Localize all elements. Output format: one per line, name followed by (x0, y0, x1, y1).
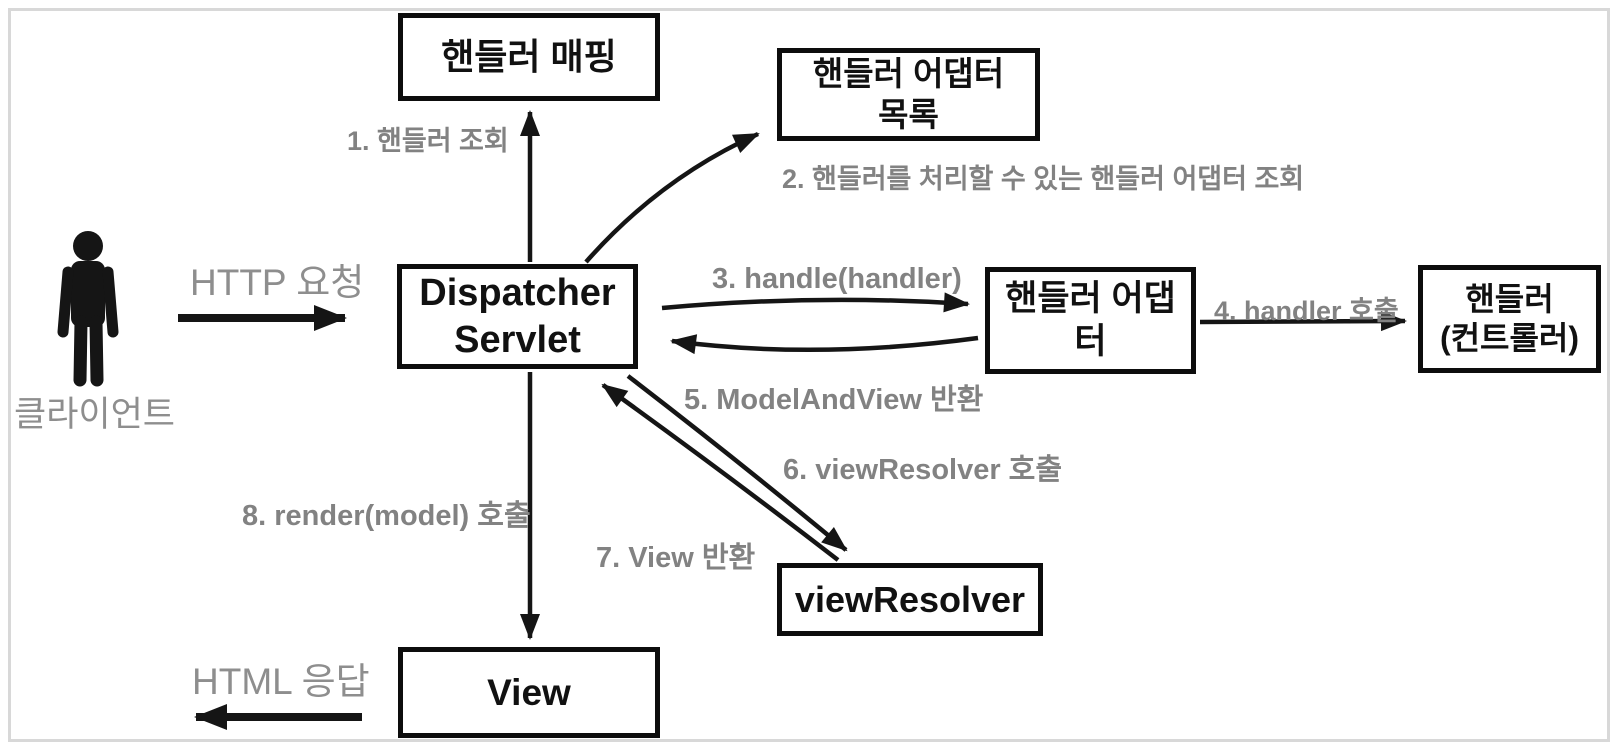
arrow-step5-modelandview-return (670, 334, 979, 355)
dispatcher-servlet-box: Dispatcher Servlet (397, 264, 638, 369)
step3-label: 3. handle(handler) (712, 263, 962, 295)
person-icon (57, 231, 119, 387)
http-request-label: HTTP 요청 (190, 262, 365, 303)
arrow-step2-adapter-query (584, 131, 760, 264)
step1-label: 1. 핸들러 조회 (347, 126, 509, 156)
handler-mapping-box: 핸들러 매핑 (398, 13, 660, 101)
step6-label: 6. viewResolver 호출 (783, 454, 1063, 486)
html-response-label: HTML 응답 (192, 661, 370, 702)
step2-label: 2. 핸들러를 처리할 수 있는 핸들러 어댑터 조회 (782, 164, 1305, 194)
view-box: View (398, 647, 660, 738)
client-label: 클라이언트 (14, 395, 176, 434)
step8-label: 8. render(model) 호출 (242, 500, 531, 532)
diagram-frame (8, 8, 1610, 742)
step7-label: 7. View 반환 (596, 542, 756, 574)
handler-adapter-box: 핸들러 어댑터 (985, 267, 1196, 374)
arrow-step7-view-return (601, 383, 840, 562)
step4-label: 4. handler 호출 (1214, 296, 1399, 326)
arrow-step3-handle-handler (661, 292, 970, 313)
arrow-step4-handler-call (1199, 311, 1407, 332)
arrow-step6-viewresolver-call (626, 374, 848, 552)
handler-controller-box: 핸들러 (컨트롤러) (1418, 265, 1601, 373)
step5-label: 5. ModelAndView 반환 (684, 384, 984, 416)
viewresolver-box: viewResolver (777, 563, 1043, 636)
handler-adapter-list-box: 핸들러 어댑터 목록 (777, 48, 1040, 141)
